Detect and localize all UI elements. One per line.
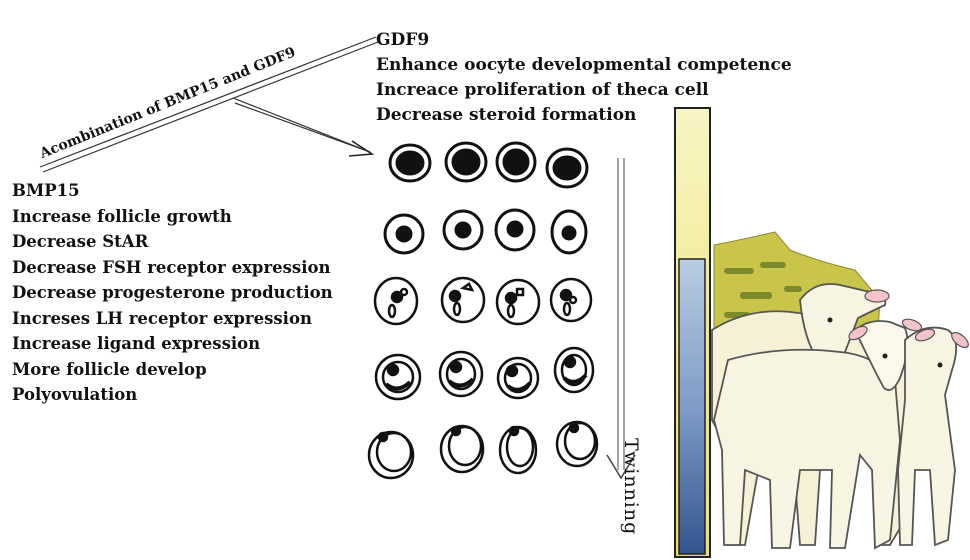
bmp15-effect: Increses LH receptor expression [12, 311, 333, 328]
follicle-stage-primary [385, 215, 423, 253]
follicle-row-3 [375, 278, 591, 324]
follicle-stage-antral [498, 358, 538, 398]
bmp15-effect: Decrease StAR [12, 234, 333, 251]
follicle-stage-primary [552, 211, 586, 253]
lamb-ear-left [865, 290, 889, 302]
follicle-stage-primary [496, 210, 534, 250]
gdf9-title: GDF9 [376, 32, 792, 49]
twin-lambs-illustration [712, 232, 970, 548]
twinning-label: Twinning [621, 438, 640, 535]
follicle-stage-secondary [497, 280, 539, 324]
gdf9-effects: GDF9 Enhance oocyte developmental compet… [376, 32, 792, 132]
follicle-row-1 [390, 143, 587, 187]
bmp15-effect: Polyovulation [12, 387, 333, 404]
combination-connector [40, 37, 378, 172]
gdf9-effect: Enhance oocyte developmental competence [376, 57, 792, 74]
twinning-level-fill [679, 259, 705, 554]
follicle-stage-preovulatory [500, 427, 536, 473]
lamb-right [898, 328, 956, 545]
gdf9-effect: Increace proliferation of theca cell [376, 82, 792, 99]
follicle-row-5 [369, 422, 597, 478]
bmp15-effect: Decrease FSH receptor expression [12, 260, 333, 277]
bmp15-effect: Increase follicle growth [12, 209, 333, 226]
twinning-arrow [607, 158, 635, 478]
follicle-stage-primordial [497, 143, 535, 181]
follicle-stage-antral [440, 352, 482, 396]
twinning-level-bar [675, 108, 710, 557]
bmp15-effects: BMP15 Increase follicle growth Decrease … [12, 183, 333, 413]
follicle-stage-secondary [551, 279, 591, 321]
bmp15-effect: Decrease progesterone production [12, 285, 333, 302]
follicle-stage-primary [444, 211, 482, 249]
follicle-stage-primordial [547, 149, 587, 187]
follicle-stage-preovulatory [369, 432, 413, 478]
bmp15-title: BMP15 [12, 183, 333, 200]
bmp15-effect: Increase ligand expression [12, 336, 333, 353]
follicle-stage-secondary [375, 278, 417, 324]
follicle-stage-antral [376, 355, 420, 399]
follicle-stage-primordial [390, 145, 430, 181]
follicle-stage-antral [555, 348, 593, 392]
bmp15-effect: More follicle develop [12, 362, 333, 379]
follicle-stage-secondary [442, 278, 484, 322]
follicle-stage-preovulatory [441, 426, 483, 472]
follicle-stage-primordial [446, 143, 486, 181]
follicle-stage-preovulatory [557, 422, 597, 466]
gdf9-effect: Decrease steroid formation [376, 107, 792, 124]
follicle-row-2 [385, 210, 586, 253]
follicle-row-4 [376, 348, 593, 399]
